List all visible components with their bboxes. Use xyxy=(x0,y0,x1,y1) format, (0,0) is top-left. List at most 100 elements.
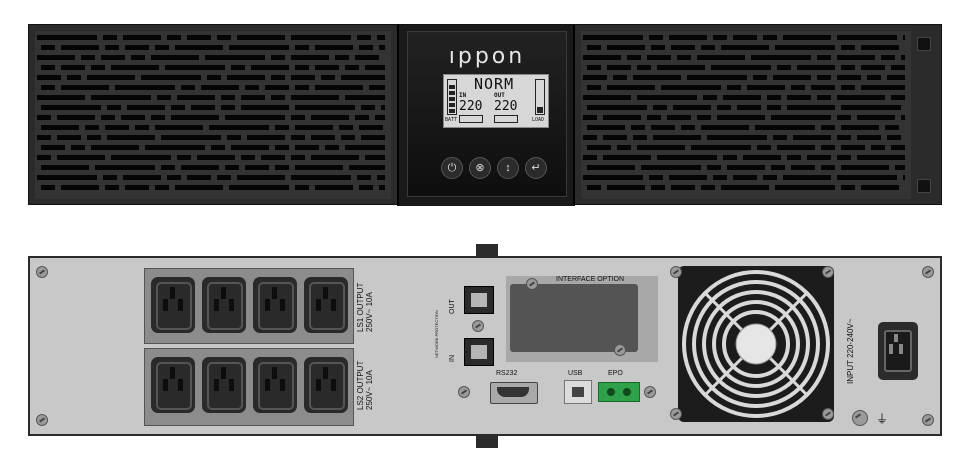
vent-slot xyxy=(103,175,117,180)
vent-slot xyxy=(41,185,55,190)
outlet-pin xyxy=(280,299,285,311)
outlet-pin xyxy=(229,379,234,391)
vent-slot xyxy=(61,85,109,90)
vent-slot xyxy=(115,85,175,90)
vent-slot xyxy=(607,85,655,90)
vent-slot xyxy=(657,65,705,70)
iec-c13-outlet[interactable] xyxy=(202,277,246,333)
vent-slot xyxy=(155,45,169,50)
interface-slot-cover[interactable] xyxy=(510,278,638,356)
mute-button[interactable]: ⊗ xyxy=(469,157,491,179)
screw-icon xyxy=(458,386,470,398)
vent-slot xyxy=(783,35,831,40)
vent-slot xyxy=(271,55,285,60)
vent-slot xyxy=(607,185,645,190)
vent-slot xyxy=(227,75,265,80)
vent-slot xyxy=(361,135,385,140)
vent-slot xyxy=(771,165,785,170)
vent-slot xyxy=(767,95,781,100)
vent-slot xyxy=(225,165,239,170)
vent-slot xyxy=(241,155,255,160)
power-button[interactable]: ⏻ xyxy=(441,157,463,179)
vent-slot xyxy=(295,65,309,70)
scroll-button[interactable]: ↕ xyxy=(497,157,519,179)
vent-slot xyxy=(91,145,139,150)
iec-c13-outlet[interactable] xyxy=(253,277,297,333)
network-in-port[interactable] xyxy=(464,338,494,366)
vent-slot xyxy=(105,45,119,50)
rs232-port[interactable] xyxy=(490,382,538,404)
vent-slot xyxy=(187,35,211,40)
iec-c13-outlet[interactable] xyxy=(151,277,195,333)
vent-slot xyxy=(111,155,171,160)
vent-slot xyxy=(777,145,815,150)
vent-slot xyxy=(315,45,353,50)
vent-slot xyxy=(697,55,745,60)
network-out-port[interactable] xyxy=(464,286,494,314)
vent-slot xyxy=(891,145,905,150)
iec-c13-outlet[interactable] xyxy=(253,357,297,413)
vent-slot xyxy=(743,155,781,160)
vent-slot xyxy=(641,165,701,170)
vent-slot xyxy=(691,145,751,150)
vent-slot xyxy=(167,35,181,40)
vent-slot xyxy=(783,175,831,180)
vent-slot xyxy=(357,175,371,180)
vent-slot xyxy=(763,35,777,40)
vent-slot xyxy=(637,65,651,70)
lcd-out-label: OUT xyxy=(494,92,505,99)
vent-slot xyxy=(57,115,95,120)
vent-slot xyxy=(867,75,881,80)
vent-slot xyxy=(751,55,811,60)
vent-slot xyxy=(341,75,385,80)
vent-slot xyxy=(583,55,621,60)
vent-slot xyxy=(131,55,145,60)
enter-button[interactable]: ↵ xyxy=(525,157,547,179)
vent-slot xyxy=(191,105,215,110)
outlet-pin xyxy=(331,379,336,391)
epo-connector[interactable] xyxy=(598,382,640,402)
vent-slot xyxy=(151,115,165,120)
vent-slot xyxy=(211,145,225,150)
vent-slot xyxy=(603,155,651,160)
vent-slot xyxy=(661,85,721,90)
outlet-pin xyxy=(331,299,336,311)
vent-slot xyxy=(237,35,285,40)
vent-slot xyxy=(151,55,199,60)
vent-slot xyxy=(881,55,895,60)
vent-slot xyxy=(841,125,879,130)
vent-slot xyxy=(37,135,51,140)
vent-slot xyxy=(901,55,905,60)
screw-icon xyxy=(922,266,934,278)
vent-slot xyxy=(381,105,385,110)
vent-slot xyxy=(81,55,95,60)
vent-slot xyxy=(241,95,265,100)
vent-slot xyxy=(807,155,831,160)
vent-slot xyxy=(727,85,741,90)
vent-slot xyxy=(359,185,373,190)
vent-slot xyxy=(91,95,151,100)
rs232-label: RS232 xyxy=(496,370,518,377)
vent-slot xyxy=(701,45,715,50)
iec-c13-outlet[interactable] xyxy=(304,357,348,413)
vent-slot xyxy=(587,65,601,70)
vent-slot xyxy=(891,65,905,70)
iec-c13-outlet[interactable] xyxy=(202,357,246,413)
outlet-pin xyxy=(170,367,175,379)
vent-slot xyxy=(231,65,245,70)
vent-slot xyxy=(891,95,905,100)
ground-symbol-icon: ⏚ xyxy=(876,412,889,426)
vent-slot xyxy=(647,115,661,120)
vent-slot xyxy=(837,175,897,180)
usb-port[interactable] xyxy=(564,380,592,404)
vent-slot xyxy=(587,185,601,190)
vent-slot xyxy=(171,105,185,110)
iec-c13-outlet[interactable] xyxy=(304,277,348,333)
iec-c13-outlet[interactable] xyxy=(151,357,195,413)
vent-slot xyxy=(861,45,899,50)
vent-slot xyxy=(681,125,695,130)
ac-input-inlet[interactable] xyxy=(878,322,918,380)
vent-slot xyxy=(701,125,749,130)
